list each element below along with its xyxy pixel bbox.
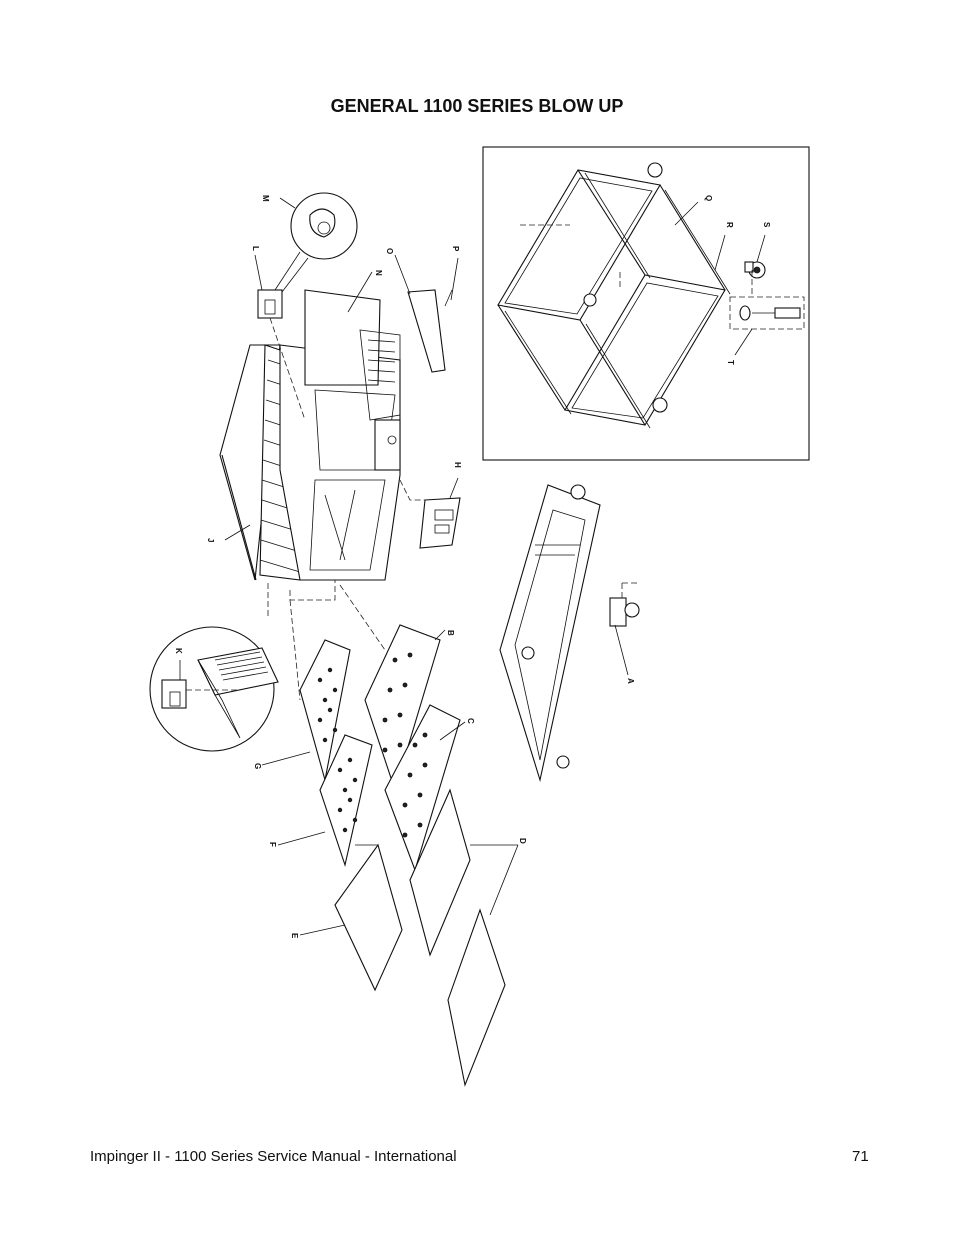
racks-and-trays [261, 624, 519, 1087]
callout-q: Q [704, 195, 713, 201]
callout-r: R [725, 222, 734, 228]
oven-body [219, 192, 461, 701]
callout-m: M [261, 195, 270, 202]
callout-n: N [374, 270, 383, 276]
footer-manual-title: Impinger II - 1100 Series Service Manual… [90, 1148, 457, 1165]
callout-a: A [626, 678, 635, 684]
callout-j: J [206, 538, 215, 542]
callout-p: P [451, 246, 460, 252]
callout-o: O [385, 248, 394, 254]
callout-k: K [174, 648, 183, 654]
base-frame [499, 484, 640, 783]
callout-l: L [251, 246, 260, 251]
callout-f: F [268, 842, 277, 847]
page-title: GENERAL 1100 SERIES BLOW UP [330, 96, 624, 116]
detail-circle-k [149, 626, 279, 752]
callout-labels: A B C D E F G H J K L M N O P Q R S T [174, 195, 771, 939]
callout-s: S [762, 222, 771, 228]
callout-c: C [466, 718, 475, 724]
callout-d: D [518, 838, 527, 844]
callout-g: G [253, 763, 262, 769]
page-number: 71 [852, 1148, 869, 1165]
callout-t: T [726, 360, 735, 365]
callout-b: B [446, 630, 455, 636]
callout-e: E [290, 933, 299, 939]
stand-frame-inset [482, 146, 810, 461]
callout-h: H [453, 462, 462, 468]
